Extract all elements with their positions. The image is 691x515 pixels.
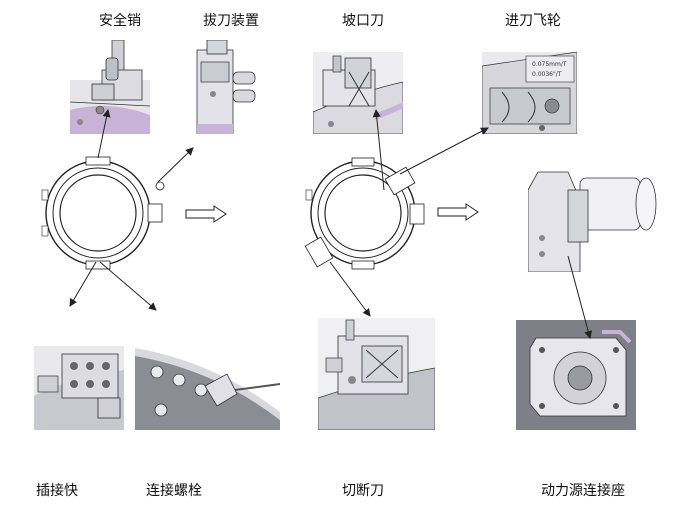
leader-lines [69, 109, 593, 339]
label-quick-plug: 插接快 [36, 483, 78, 499]
tool-pull-detail [193, 40, 263, 134]
label-safety-pin: 安全销 [99, 13, 141, 29]
label-tool-pull: 拔刀装置 [203, 13, 259, 29]
label-connect-bolt: 连接螺栓 [146, 483, 202, 499]
right-ring-assembly [304, 157, 425, 270]
process-arrow-2 [437, 203, 479, 221]
power-drive-detail [528, 160, 658, 272]
feed-wheel-detail: 0.075mm/T 0.0036"/T [482, 52, 577, 134]
label-bevel-tool: 坡口刀 [342, 13, 384, 29]
power-base-detail [516, 320, 636, 430]
label-cut-tool: 切断刀 [342, 483, 384, 499]
quick-plug-detail [34, 346, 124, 430]
cut-tool-detail [318, 318, 435, 430]
label-feed-wheel: 进刀飞轮 [505, 13, 561, 29]
connect-bolt-detail [135, 346, 280, 430]
left-ring-assembly [41, 156, 165, 270]
process-arrow-1 [185, 205, 227, 223]
feed-rate-metric: 0.075mm/T [532, 61, 567, 68]
feed-rate-imperial: 0.0036"/T [532, 71, 562, 78]
label-power-connect: 动力源连接座 [541, 483, 625, 499]
safety-pin-detail [70, 40, 150, 134]
